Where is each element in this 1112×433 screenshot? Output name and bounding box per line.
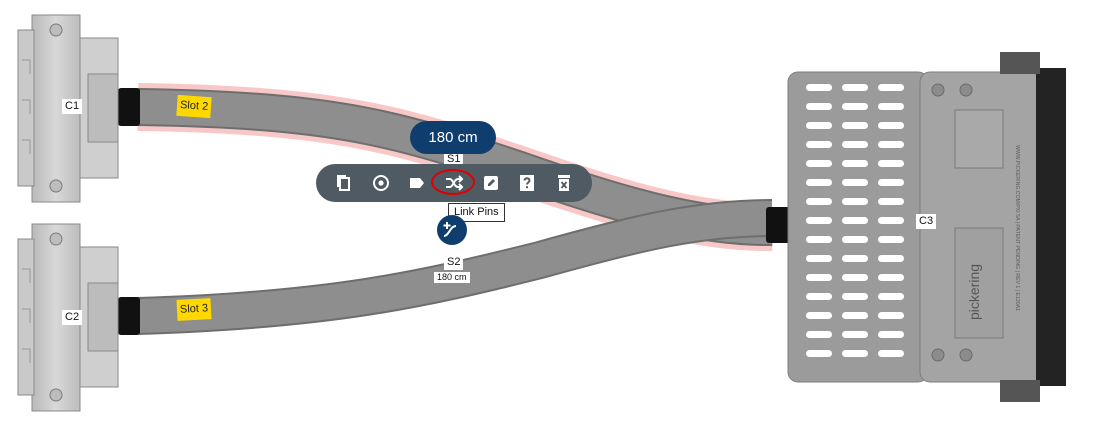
vent-slot xyxy=(842,198,868,205)
vent-slot xyxy=(806,160,832,167)
cable-s2-label: S2 xyxy=(444,255,464,270)
slot-label-s1: Slot 2 xyxy=(176,94,212,119)
target-icon xyxy=(372,175,389,191)
cable-length-badge[interactable]: 180 cm xyxy=(410,121,496,154)
vent-slot xyxy=(842,350,868,357)
add-split-button[interactable] xyxy=(437,215,467,245)
delete-button[interactable] xyxy=(545,168,582,198)
vent-slot xyxy=(842,331,868,338)
vent-slot xyxy=(878,255,904,262)
cable-s2-length: 180 cm xyxy=(434,272,470,283)
vent-slot xyxy=(806,274,832,281)
vent-slot xyxy=(842,274,868,281)
vent-slot xyxy=(806,217,832,224)
connector-c1-label: C1 xyxy=(62,99,83,114)
c3-side-text: WWW.PICKERING.COM/PXI 5A | PATENT PENDIN… xyxy=(1014,145,1020,311)
vent-slot xyxy=(806,255,832,262)
vent-slot xyxy=(842,179,868,186)
vent-slot xyxy=(878,103,904,110)
connector-c2-label: C2 xyxy=(62,310,83,325)
add-split-icon xyxy=(443,222,457,237)
vent-slot xyxy=(842,84,868,91)
vent-slot xyxy=(878,331,904,338)
tag-button[interactable] xyxy=(399,168,436,198)
vent-slot xyxy=(878,179,904,186)
help-icon xyxy=(520,175,535,191)
vent-slot xyxy=(842,236,868,243)
connector-c1[interactable] xyxy=(17,14,119,203)
vent-slot xyxy=(806,122,832,129)
vent-slot xyxy=(806,84,832,91)
c3-brand: pickering xyxy=(966,264,982,320)
vent-slot xyxy=(806,293,832,300)
vent-slot xyxy=(842,141,868,148)
vent-slot xyxy=(806,179,832,186)
copy-icon xyxy=(337,175,351,191)
vent-slot xyxy=(842,312,868,319)
target-button[interactable] xyxy=(363,168,400,198)
connector-c2[interactable] xyxy=(17,223,119,412)
link-pins-highlight xyxy=(430,169,475,195)
vent-slot xyxy=(806,312,832,319)
delete-icon xyxy=(557,175,570,191)
vent-slot xyxy=(842,103,868,110)
vent-slot xyxy=(842,160,868,167)
vent-slot xyxy=(806,198,832,205)
vent-slot xyxy=(878,198,904,205)
link-pins-button[interactable] xyxy=(430,168,475,198)
vent-slot xyxy=(842,122,868,129)
vent-slot xyxy=(842,217,868,224)
vent-slot xyxy=(878,236,904,243)
cable-s1-label: S1 xyxy=(444,152,464,167)
connector-c3[interactable] xyxy=(787,52,1066,402)
vent-slot xyxy=(806,236,832,243)
vent-slot xyxy=(878,160,904,167)
c3-vent-slots xyxy=(806,84,904,357)
edit-button[interactable] xyxy=(472,168,509,198)
cable-context-toolbar xyxy=(316,164,592,202)
boot-c1 xyxy=(118,88,140,126)
vent-slot xyxy=(878,350,904,357)
vent-slot xyxy=(878,274,904,281)
copy-button[interactable] xyxy=(326,168,363,198)
edit-icon xyxy=(483,176,498,190)
tooltip-link-pins: Link Pins xyxy=(448,203,505,222)
vent-slot xyxy=(806,103,832,110)
vent-slot xyxy=(878,122,904,129)
vent-slot xyxy=(878,217,904,224)
vent-slot xyxy=(842,255,868,262)
connector-c3-label: C3 xyxy=(916,214,937,229)
vent-slot xyxy=(878,312,904,319)
tag-icon xyxy=(410,178,425,188)
slot-label-s2: Slot 3 xyxy=(176,298,212,321)
cable-s2[interactable] xyxy=(137,199,773,335)
vent-slot xyxy=(878,141,904,148)
vent-slot xyxy=(878,84,904,91)
help-button[interactable] xyxy=(509,168,546,198)
boot-c2 xyxy=(118,297,140,335)
vent-slot xyxy=(878,293,904,300)
vent-slot xyxy=(806,350,832,357)
vent-slot xyxy=(842,293,868,300)
vent-slot xyxy=(806,331,832,338)
vent-slot xyxy=(806,141,832,148)
